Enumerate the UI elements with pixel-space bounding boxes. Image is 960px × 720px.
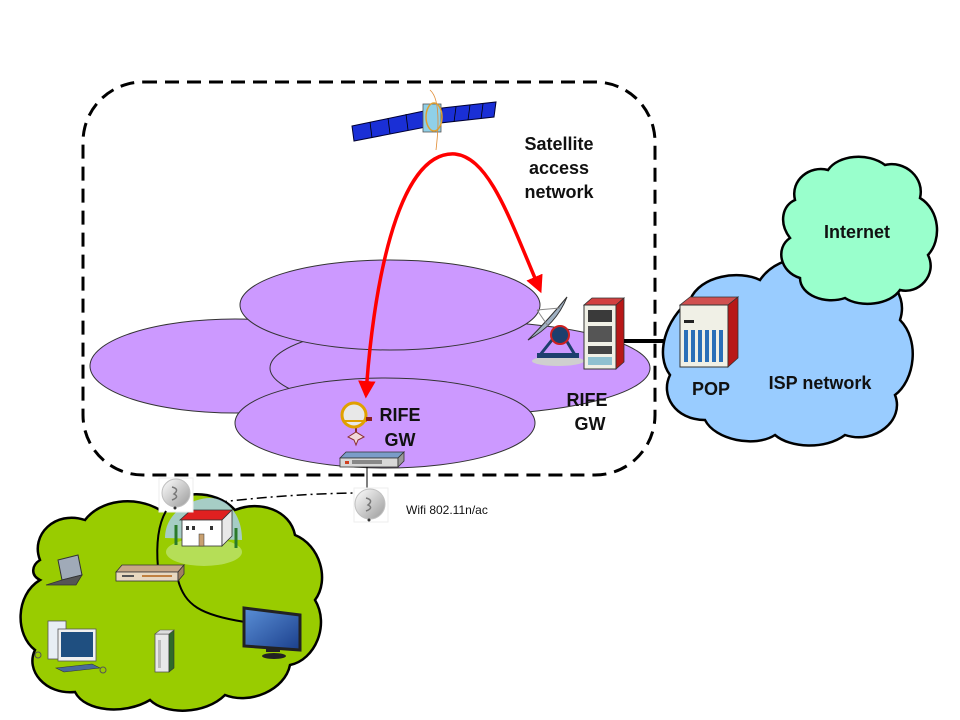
nas-server-icon <box>154 629 175 673</box>
label-satellite-network-1: Satellite <box>524 134 593 154</box>
satellite-network-boundary <box>81 80 657 477</box>
wifi-antenna-icon <box>353 487 389 523</box>
monitor-icon <box>242 606 302 659</box>
desktop-computer-icon <box>34 620 107 674</box>
house-icon <box>165 498 242 566</box>
internet-cloud <box>780 155 939 305</box>
wifi-antenna-icon <box>158 477 194 513</box>
vsat-terminal-icon <box>340 401 372 447</box>
label-hub-rife: RIFE <box>566 390 607 410</box>
antenna-to-router-cable <box>156 510 167 569</box>
dish-antenna-icon <box>527 296 584 366</box>
label-satellite-network-3: network <box>524 182 594 202</box>
label-terminal-gw: GW <box>385 430 416 450</box>
label-internet: Internet <box>824 222 890 242</box>
router-to-tv-cable <box>177 579 246 623</box>
label-wifi: Wifi 802.11n/ac <box>406 503 488 517</box>
pop-rack-icon <box>678 296 740 368</box>
satellite-icon <box>351 89 497 151</box>
label-hub-gw: GW <box>575 414 606 434</box>
network-switch-icon <box>339 451 405 468</box>
wifi-link <box>196 492 356 506</box>
router-icon <box>115 563 185 583</box>
label-satellite-network-2: access <box>529 158 589 178</box>
label-pop: POP <box>692 379 730 399</box>
label-isp-network: ISP network <box>769 373 873 393</box>
beam-top <box>239 259 541 351</box>
label-terminal-rife: RIFE <box>379 405 420 425</box>
satellite-link-arrow <box>358 152 543 399</box>
server-rack-icon <box>582 297 626 370</box>
laptop-icon <box>45 554 83 586</box>
